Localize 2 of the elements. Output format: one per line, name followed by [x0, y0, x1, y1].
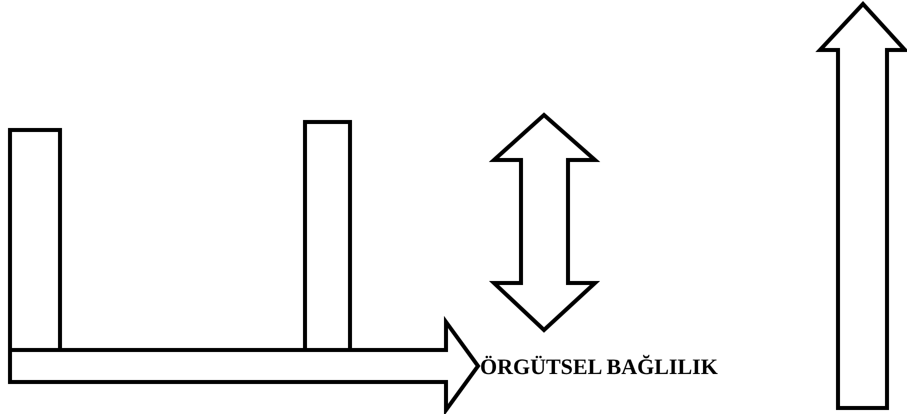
block-arrow [8, 316, 480, 414]
node-label: ÖRGÜTSEL BAĞLILIK [480, 348, 718, 386]
